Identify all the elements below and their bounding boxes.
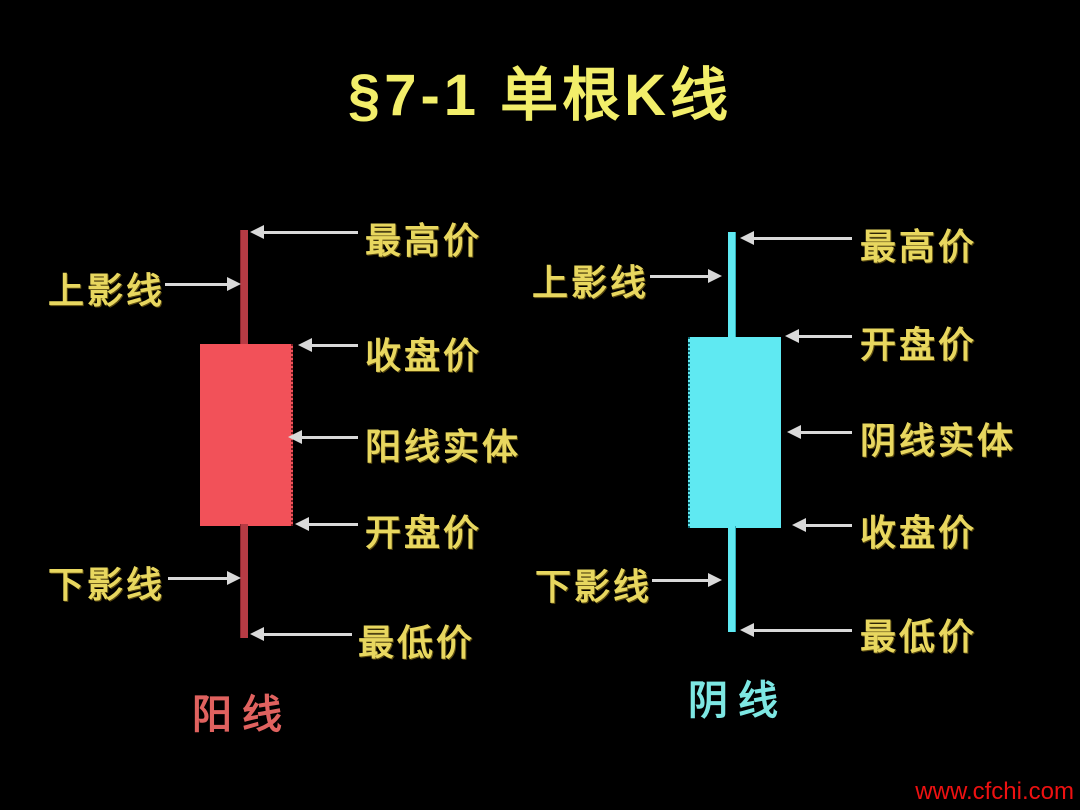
bearish-open-arrowhead-icon: [785, 329, 799, 343]
bearish-upper-shadow-line: [728, 232, 736, 339]
bullish-upper-shadow-label: 上影线: [48, 270, 166, 311]
bearish-candle-body: [688, 337, 781, 528]
bearish-low-arrowhead-icon: [740, 623, 754, 637]
bearish-upper-shadow-arrow-line: [650, 275, 708, 278]
slide-title: §7-1 单根K线: [347, 63, 733, 128]
bullish-close-arrowhead-icon: [298, 338, 312, 352]
bearish-close-arrowhead-icon: [792, 518, 806, 532]
bearish-close-arrow-line: [806, 524, 852, 527]
bullish-close-label: 收盘价: [365, 335, 483, 376]
bearish-caption: 阴线: [688, 679, 788, 723]
bullish-upper-shadow-arrow-line: [165, 283, 227, 286]
bearish-open-arrow-line: [799, 335, 852, 338]
bullish-lower-shadow-line: [240, 524, 248, 638]
bearish-high-arrowhead-icon: [740, 231, 754, 245]
bearish-high-arrow-line: [754, 237, 852, 240]
bullish-open-arrowhead-icon: [295, 517, 309, 531]
bearish-close-label: 收盘价: [860, 512, 978, 553]
bullish-body-label: 阳线实体: [365, 426, 522, 467]
bullish-caption: 阳线: [192, 693, 292, 737]
bullish-upper-shadow-arrowhead-icon: [227, 277, 241, 291]
bearish-body-label: 阴线实体: [860, 420, 1017, 461]
bullish-body-arrow-line: [302, 436, 358, 439]
bullish-high-arrow-line: [264, 231, 358, 234]
bullish-high-label: 最高价: [365, 220, 483, 261]
bullish-lower-shadow-arrowhead-icon: [227, 571, 241, 585]
bearish-low-arrow-line: [754, 629, 852, 632]
bullish-candle-body: [200, 344, 293, 526]
bearish-low-label: 最低价: [860, 616, 978, 657]
bearish-body-arrow-line: [801, 431, 852, 434]
bearish-upper-shadow-label: 上影线: [532, 262, 650, 303]
bearish-lower-shadow-arrow-line: [652, 579, 708, 582]
bullish-upper-shadow-line: [240, 230, 248, 346]
bearish-upper-shadow-arrowhead-icon: [708, 269, 722, 283]
bearish-lower-shadow-arrowhead-icon: [708, 573, 722, 587]
bullish-low-label: 最低价: [358, 622, 476, 663]
bullish-body-arrowhead-icon: [288, 430, 302, 444]
bullish-open-label: 开盘价: [365, 512, 483, 553]
bullish-lower-shadow-label: 下影线: [48, 564, 166, 605]
bullish-high-arrowhead-icon: [250, 225, 264, 239]
bullish-low-arrow-line: [264, 633, 352, 636]
bullish-close-arrow-line: [312, 344, 358, 347]
bearish-lower-shadow-label: 下影线: [535, 566, 653, 607]
bearish-lower-shadow-line: [728, 526, 736, 632]
bearish-open-label: 开盘价: [860, 324, 978, 365]
bearish-high-label: 最高价: [860, 226, 978, 267]
bearish-body-arrowhead-icon: [787, 425, 801, 439]
bullish-low-arrowhead-icon: [250, 627, 264, 641]
bullish-lower-shadow-arrow-line: [168, 577, 227, 580]
watermark-url: www.cfchi.com: [915, 778, 1074, 805]
bullish-open-arrow-line: [309, 523, 358, 526]
